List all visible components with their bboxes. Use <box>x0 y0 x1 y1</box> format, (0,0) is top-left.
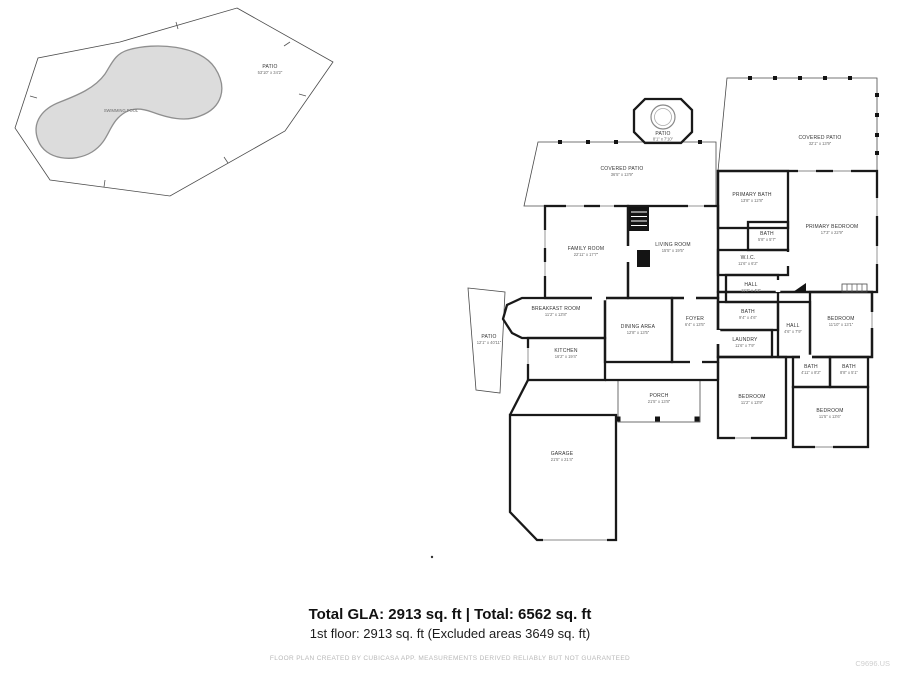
room-label: COVERED PATIO <box>601 166 644 172</box>
room-dims: 4'6" x 7'9" <box>784 329 802 334</box>
covered-patio-right-outline <box>717 77 878 172</box>
room-label: W.I.C. <box>741 255 756 261</box>
pool-patio-area: SWIMMING POOL PATIO 53'10" x 34'2" <box>14 7 334 197</box>
room-dims: 11'2" x 13'9" <box>741 400 764 405</box>
room-foyer-outline <box>670 296 720 364</box>
room-primary-bath-outline <box>716 169 790 230</box>
closet-wedge <box>793 283 806 292</box>
room-label: BEDROOM <box>816 408 843 414</box>
room-label: PRIMARY BATH <box>732 192 772 198</box>
room-dims: 21'5" x 13'8" <box>648 399 671 404</box>
room-label: FAMILY ROOM <box>568 246 604 252</box>
room-bedroom-bm-outline <box>716 355 788 440</box>
chimney-block <box>637 250 650 267</box>
room-label: FOYER <box>686 316 704 322</box>
total-gla-line: Total GLA: 2913 sq. ft | Total: 6562 sq.… <box>308 606 592 623</box>
room-label: BATH <box>804 364 818 370</box>
room-labels: FAMILY ROOM 22'11" x 17'7" LIVING ROOM 1… <box>531 192 858 462</box>
room-kitchen-outline <box>526 336 607 382</box>
room-dims: 36'5" x 13'9" <box>611 172 634 177</box>
room-dims: 12'1" x 40'11" <box>477 340 502 345</box>
room-garage-outline <box>508 413 618 542</box>
room-label: HALL <box>744 282 757 288</box>
room-label: PATIO <box>481 334 496 340</box>
room-label: PRIMARY BEDROOM <box>806 224 859 230</box>
window-marks <box>525 168 880 543</box>
spa-circle-inner <box>654 108 672 126</box>
patio-strip-outline <box>467 287 506 394</box>
room-dims: 8'1" x 7'10" <box>653 137 674 142</box>
room-label: KITCHEN <box>554 348 578 354</box>
pool-patio-ticks <box>29 21 307 188</box>
door-gaps <box>592 246 812 365</box>
swimming-pool-shape <box>35 45 223 159</box>
swimming-pool-label: SWIMMING POOL <box>104 108 139 113</box>
room-dims: 6'4" x 13'5" <box>685 322 706 327</box>
room-dims: 8'8" x 5'1" <box>840 370 858 375</box>
room-label: BEDROOM <box>827 316 854 322</box>
covered-patio-right: COVERED PATIO 32'1" x 13'9" <box>717 77 878 172</box>
covered-patio-center: COVERED PATIO 36'5" x 13'9" <box>523 141 717 207</box>
first-floor-line: 1st floor: 2913 sq. ft (Excluded areas 3… <box>309 626 591 641</box>
room-label: LAUNDRY <box>732 337 758 343</box>
porch: PORCH 21'5" x 13'8" <box>615 379 701 423</box>
vent-hatch <box>846 284 863 292</box>
room-dims: 5'8" x 5'7" <box>758 237 776 242</box>
room-label: DINING AREA <box>621 324 656 330</box>
room-breakfast-outline <box>501 296 607 340</box>
room-dims: 11'6" x 6'2" <box>738 261 758 266</box>
octagon-patio: PATIO 8'1" x 7'10" <box>632 97 694 145</box>
room-dims: 12'8" x 13'5" <box>627 330 650 335</box>
vent-box <box>841 283 868 293</box>
room-dims: 11'6" x 7'9" <box>735 343 755 348</box>
room-label: BATH <box>760 231 774 237</box>
room-label: HALL <box>786 323 799 329</box>
pool-patio-dims: 53'10" x 34'2" <box>258 70 283 75</box>
room-label: GARAGE <box>551 451 574 457</box>
room-dims: 13'8" x 12'8" <box>741 198 764 203</box>
room-label: BREAKFAST ROOM <box>531 306 580 312</box>
watermark-text: C9696.US <box>855 659 890 668</box>
room-dims: 32'1" x 13'9" <box>809 141 832 146</box>
room-dims: 4'11" x 8'2" <box>801 370 821 375</box>
room-label: PORCH <box>649 393 668 399</box>
room-dims: 17'3" x 22'9" <box>821 230 844 235</box>
room-label: BATH <box>842 364 856 370</box>
pool-patio-label: PATIO <box>262 64 277 70</box>
disclaimer-text: FLOOR PLAN CREATED BY CUBICASA APP. MEAS… <box>269 655 631 662</box>
room-label: LIVING ROOM <box>655 242 691 248</box>
room-dims: 11'5" x 13'6" <box>819 414 842 419</box>
room-dims: 16'2" x 19'4" <box>555 354 578 359</box>
room-dims: 22'11" x 17'7" <box>574 252 599 257</box>
pool-patio-outline <box>14 7 334 197</box>
room-label: BEDROOM <box>738 394 765 400</box>
room-dims: 11'2" x 4'3" <box>741 288 761 293</box>
connector-walls <box>508 362 720 416</box>
solid-features <box>629 207 868 293</box>
patio-posts <box>558 76 879 155</box>
room-dims: 11'10" x 13'1" <box>829 322 854 327</box>
room-label: BATH <box>741 309 755 315</box>
room-label: COVERED PATIO <box>799 135 842 141</box>
stray-dot <box>430 555 434 559</box>
room-dims: 9'4" x 4'6" <box>739 315 757 320</box>
room-dims: 15'5" x 19'5" <box>662 248 685 253</box>
room-dims: 21'5" x 21'4" <box>551 457 574 462</box>
octagon-patio-outline <box>632 97 694 145</box>
room-label: PATIO <box>655 131 670 137</box>
spa-circle-outer <box>650 104 676 130</box>
patio-strip-left: PATIO 12'1" x 40'11" <box>467 287 506 394</box>
stairs-block <box>629 207 649 231</box>
room-dims: 11'2" x 13'8" <box>545 312 568 317</box>
stairs-treads <box>631 211 647 226</box>
